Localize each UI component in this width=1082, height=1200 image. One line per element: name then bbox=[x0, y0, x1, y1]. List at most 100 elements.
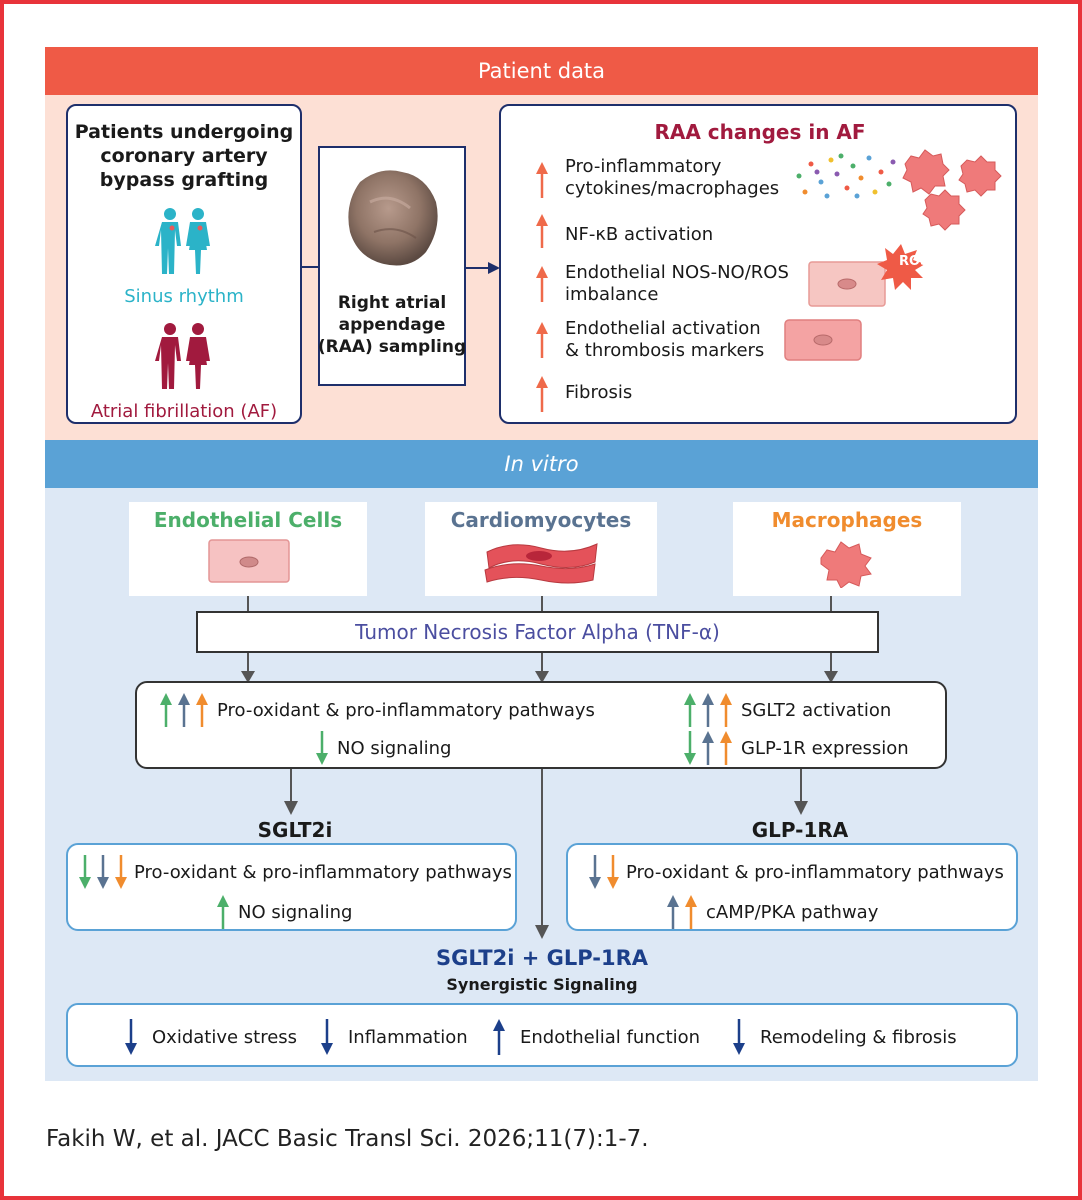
up-arrow-icon bbox=[720, 731, 732, 765]
up-arrow-icon bbox=[667, 895, 679, 929]
effects-to-combo-arrow bbox=[535, 769, 549, 939]
change-item-3-line-1: Endothelial NOS-NO/ROS bbox=[565, 262, 789, 283]
patient-data-title: Patient data bbox=[477, 59, 606, 83]
change-item-1-line-2: cytokines/macrophages bbox=[565, 178, 780, 199]
connector-cardiomyocytes-tnf bbox=[541, 596, 543, 612]
down-arrow-icon bbox=[733, 1019, 745, 1055]
change-item-3-line-2: imbalance bbox=[565, 284, 659, 305]
down-arrow-icon bbox=[589, 855, 601, 889]
down-arrow-icon bbox=[125, 1019, 137, 1055]
up-arrow-icon bbox=[536, 266, 548, 302]
up-arrow-icon bbox=[702, 693, 714, 727]
ros-cell-illustration: ROS bbox=[807, 242, 943, 310]
endothelial-cell-icon bbox=[208, 539, 290, 583]
up-arrow-icon bbox=[536, 322, 548, 358]
patients-box: Patients undergoing coronary artery bypa… bbox=[66, 104, 302, 424]
effect-right-row-2-arrows bbox=[683, 731, 733, 765]
cardiomyocyte-icon bbox=[484, 543, 598, 584]
up-arrow-icon bbox=[493, 1019, 505, 1055]
tissue-sample-image bbox=[340, 162, 444, 274]
sinus-people-icon bbox=[144, 206, 224, 276]
outcome-1: Oxidative stress bbox=[124, 1019, 297, 1055]
down-arrow-icon bbox=[97, 855, 109, 889]
cardiomyocytes-box: Cardiomyocytes bbox=[425, 502, 657, 596]
connector-line bbox=[302, 266, 318, 268]
cardiomyocytes-label: Cardiomyocytes bbox=[450, 508, 632, 532]
sglt2i-row-1-arrows bbox=[78, 855, 128, 889]
effect-left-row-1: Pro-oxidant & pro-inflammatory pathways bbox=[159, 693, 595, 727]
sampling-line-3: (RAA) sampling bbox=[317, 337, 467, 357]
raa-changes-title: RAA changes in AF bbox=[654, 120, 866, 144]
cytokine-dots-illustration bbox=[791, 152, 897, 202]
raa-changes-box: RAA changes in AF Pro-inflammatory cytok… bbox=[499, 104, 1017, 424]
sglt2i-row-1-text: Pro-oxidant & pro-inflammatory pathways bbox=[134, 861, 512, 883]
glp1ra-row-1: Pro-oxidant & pro-inflammatory pathways bbox=[588, 855, 1004, 889]
effect-right-row-1: SGLT2 activation bbox=[683, 693, 891, 727]
down-arrow-icon bbox=[115, 855, 127, 889]
sampling-line-1: Right atrial bbox=[337, 293, 447, 313]
combo-title: SGLT2i + GLP-1RA bbox=[435, 946, 648, 970]
combo-subtitle: Synergistic Signaling bbox=[446, 975, 638, 994]
af-people-icon bbox=[144, 321, 224, 391]
effect-left-row-2-text: NO signaling bbox=[337, 737, 452, 759]
patients-title-line-1: Patients undergoing bbox=[74, 121, 294, 143]
effect-right-row-2-text: GLP-1R expression bbox=[741, 737, 909, 759]
macrophage-cluster-illustration bbox=[899, 146, 1003, 232]
ros-label: ROS bbox=[899, 254, 930, 269]
outcomes-box: Oxidative stress Inflammation Endothelia… bbox=[66, 1003, 1018, 1067]
connector-endothelial-tnf bbox=[247, 596, 249, 612]
endothelial-cells-box: Endothelial Cells bbox=[129, 502, 367, 596]
macrophages-box: Macrophages bbox=[733, 502, 961, 596]
sampling-box: Right atrial appendage (RAA) sampling bbox=[318, 146, 466, 386]
outcome-4-text: Remodeling & fibrosis bbox=[760, 1026, 957, 1048]
up-arrow-icon bbox=[536, 376, 548, 412]
sinus-rhythm-label: Sinus rhythm bbox=[124, 286, 244, 307]
change-item-2-line-1: NF-κB activation bbox=[565, 224, 714, 245]
tnf-label: Tumor Necrosis Factor Alpha (TNF-α) bbox=[355, 620, 720, 644]
down-arrow-icon bbox=[79, 855, 91, 889]
patient-data-bar: Patient data bbox=[45, 47, 1038, 95]
connector-macrophages-tnf bbox=[830, 596, 832, 612]
sampling-to-changes-arrow bbox=[466, 260, 500, 276]
up-arrow-icon bbox=[720, 693, 732, 727]
tnf-arrow-right bbox=[824, 653, 838, 683]
outcome-4: Remodeling & fibrosis bbox=[732, 1019, 957, 1055]
up-arrow-icon bbox=[684, 693, 696, 727]
sglt2i-row-2-arrows bbox=[216, 895, 230, 929]
patients-title-line-3: bypass grafting bbox=[99, 169, 269, 191]
up-arrow-icon bbox=[685, 895, 697, 929]
up-arrow-icon bbox=[536, 214, 548, 248]
effect-left-row-2: NO signaling bbox=[315, 731, 451, 765]
sglt2i-row-2-text: NO signaling bbox=[238, 901, 353, 923]
up-arrow-icon bbox=[178, 693, 190, 727]
change-item-5-line-1: Fibrosis bbox=[565, 382, 633, 403]
glp1ra-box: Pro-oxidant & pro-inflammatory pathways … bbox=[566, 843, 1018, 931]
effect-left-row-2-arrows bbox=[315, 731, 329, 765]
sglt2i-box: Pro-oxidant & pro-inflammatory pathways … bbox=[66, 843, 517, 931]
tnf-box: Tumor Necrosis Factor Alpha (TNF-α) bbox=[196, 611, 879, 653]
down-arrow-icon bbox=[607, 855, 619, 889]
effects-to-glp1ra-arrow bbox=[794, 769, 808, 815]
change-item-4-line-2: & thrombosis markers bbox=[565, 340, 765, 361]
endothelial-cells-label: Endothelial Cells bbox=[153, 508, 343, 532]
up-arrow-icon bbox=[702, 731, 714, 765]
outcome-3: Endothelial function bbox=[492, 1019, 700, 1055]
patients-title-line-2: coronary artery bbox=[100, 145, 268, 167]
tnf-arrow-left bbox=[241, 653, 255, 683]
tnf-effects-box: Pro-oxidant & pro-inflammatory pathways … bbox=[135, 681, 947, 769]
sglt2i-row-1: Pro-oxidant & pro-inflammatory pathways bbox=[78, 855, 512, 889]
activated-endothelial-cell-illustration bbox=[783, 318, 863, 362]
in-vitro-title: In vitro bbox=[504, 452, 579, 476]
macrophages-label: Macrophages bbox=[771, 508, 923, 532]
effect-right-row-1-arrows bbox=[683, 693, 733, 727]
glp1ra-title: GLP-1RA bbox=[751, 818, 849, 842]
citation: Fakih W, et al. JACC Basic Transl Sci. 2… bbox=[46, 1126, 649, 1152]
outcome-1-text: Oxidative stress bbox=[152, 1026, 298, 1048]
af-label: Atrial fibrillation (AF) bbox=[90, 401, 278, 422]
up-arrow-icon bbox=[160, 693, 172, 727]
up-arrow-icon bbox=[217, 895, 229, 929]
outcome-3-text: Endothelial function bbox=[520, 1026, 701, 1048]
change-item-4-line-1: Endothelial activation bbox=[565, 318, 761, 339]
tnf-arrow-center bbox=[535, 653, 549, 683]
